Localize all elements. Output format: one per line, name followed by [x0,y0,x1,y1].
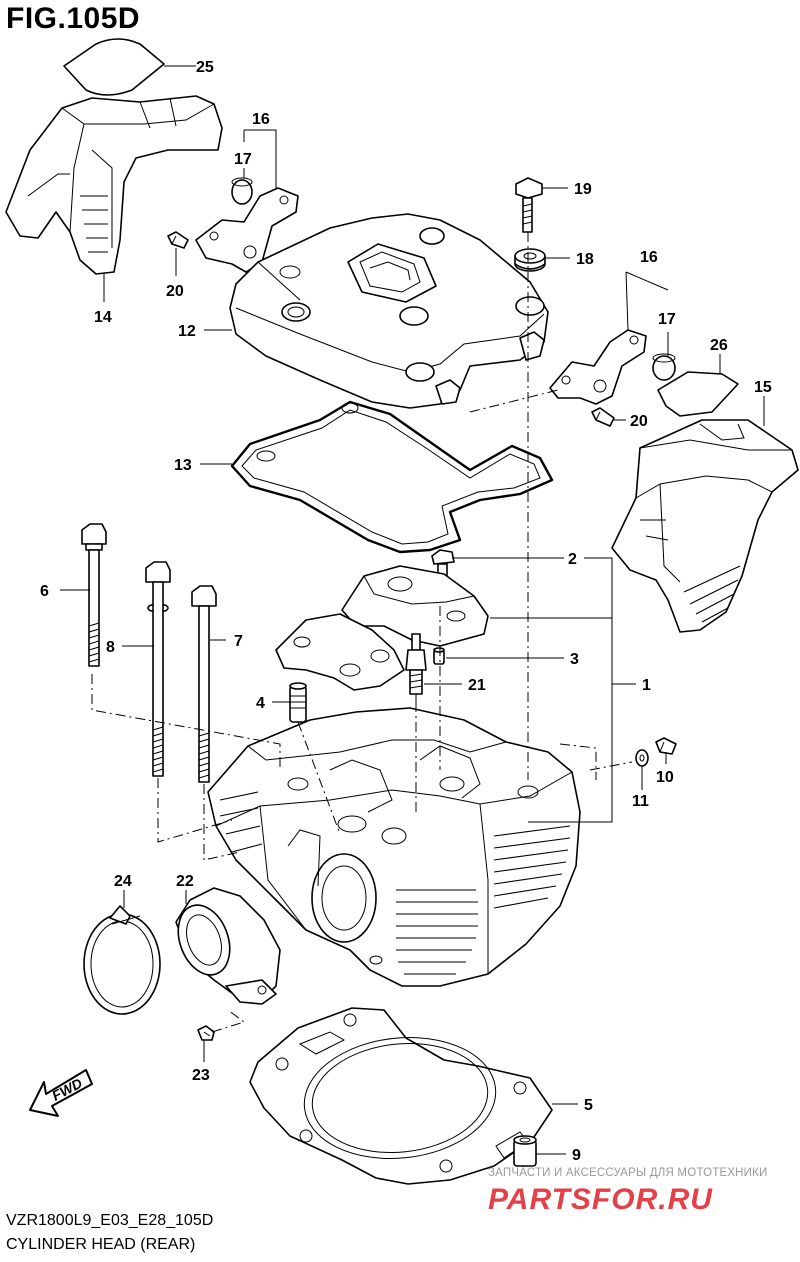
fwd-label: FWD [49,1075,85,1104]
callout-1: 1 [642,677,651,694]
part-11-washer [635,749,649,767]
figure-caption: CYLINDER HEAD (REAR) [6,1236,196,1253]
part-17-bush-upper [231,177,253,205]
part-20-bolt-right [591,407,615,427]
part-23-bolt [197,1025,215,1041]
callout-18: 18 [576,251,594,268]
part-19-bolt [515,177,543,233]
callout-9: 9 [572,1147,581,1164]
part-3-dowel [433,647,445,665]
callout-19: 19 [574,181,592,198]
callout-13: 13 [174,457,192,474]
callout-6: 6 [40,583,49,600]
callout-12: 12 [178,323,196,340]
callout-21: 21 [468,677,486,694]
callout-3: 3 [570,651,579,668]
part-14-head-cover-left [5,95,223,275]
callout-25: 25 [196,59,214,76]
callout-10: 10 [656,769,674,786]
part-16-bracket-upper [195,187,299,273]
callout-24: 24 [114,873,132,890]
watermark-tagline: ЗАПЧАСТИ И АКСЕССУАРЫ ДЛЯ МОТОТЕХНИКИ [488,1167,768,1179]
part-26-pad [657,371,739,417]
callout-26: 26 [710,337,728,354]
watermark-logo: PARTSFOR.RU [488,1183,713,1216]
part-4-sleeve [289,682,307,723]
figure-title: FIG.105D [6,2,141,35]
part-24-clamp [83,905,161,1015]
part-15-head-cover-right [611,419,799,633]
callout-7: 7 [234,633,243,650]
part-16-bracket-right [549,329,647,405]
callout-2: 2 [568,551,577,568]
part-1-cam-bracket [275,565,489,691]
leader-lines [60,65,765,1155]
part-9-dowel [513,1135,537,1167]
part-12-valve-cover [229,213,549,409]
part-18-grommet [514,248,546,272]
part-22-intake-pipe [175,887,281,1005]
callout-17-right: 17 [658,311,676,328]
callout-8: 8 [106,639,115,656]
part-21-spark-plug [405,633,427,702]
callout-16-upper: 16 [252,111,270,128]
watermark-logo-text: PARTSFOR.RU [488,1183,713,1216]
part-17-bush-right [652,353,676,381]
callout-14: 14 [94,309,112,326]
part-1-cylinder-head [207,707,581,987]
part-20-bolt-upper [167,231,189,249]
part-5-head-gasket [249,1007,553,1185]
part-7-bolt [191,585,217,783]
callout-5: 5 [584,1097,593,1114]
forward-direction-arrow: FWD [29,1069,93,1117]
callout-20-right: 20 [630,413,648,430]
callout-16-right: 16 [640,249,658,266]
figure-code: VZR1800L9_E03_E28_105D [6,1212,214,1229]
callout-17-upper: 17 [234,151,252,168]
part-6-bolt [81,523,107,667]
part-10-bolt [655,737,677,755]
callout-11: 11 [632,793,649,810]
callout-numbers: 25 16 17 20 14 19 18 16 17 26 15 12 20 1… [40,59,772,1164]
callout-22: 22 [176,873,194,890]
part-8-bolt [145,561,171,777]
assembly-lines [91,232,633,1033]
part-25-pad [63,38,165,96]
callout-15: 15 [754,379,772,396]
callout-4: 4 [256,695,265,712]
callout-20-upper: 20 [166,283,184,300]
part-13-gasket [230,400,554,554]
callout-23: 23 [192,1067,210,1084]
